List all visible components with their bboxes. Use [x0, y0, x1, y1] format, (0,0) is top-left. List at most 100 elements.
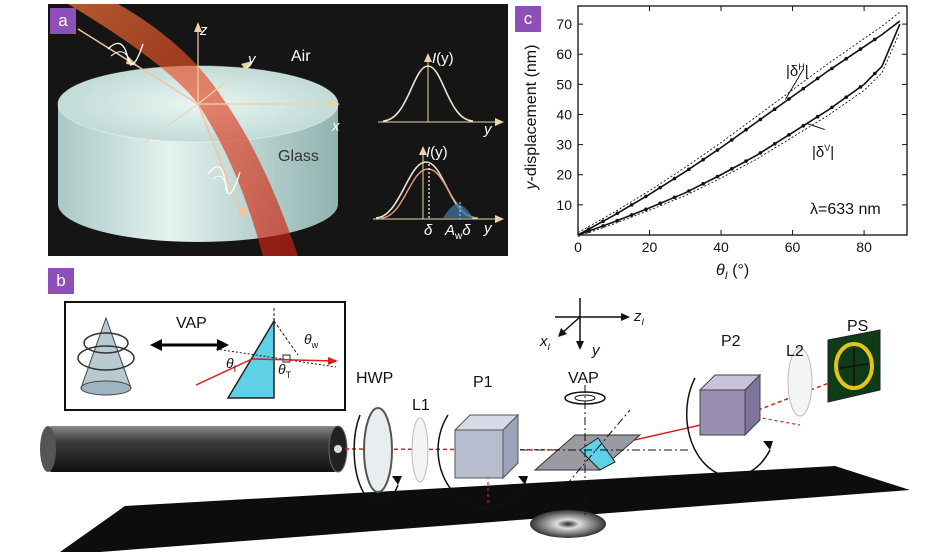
laser: [48, 426, 338, 472]
vap-stage: [520, 385, 690, 515]
data-point: [858, 85, 863, 89]
hwp: [363, 407, 393, 493]
y-tick-label: 20: [556, 167, 572, 183]
chart-ylabel: y-displacement (nm): [523, 44, 540, 190]
data-point: [715, 148, 720, 152]
data-point: [615, 211, 620, 216]
y-tick-label: 50: [556, 76, 572, 92]
ps-detector: [827, 329, 881, 403]
leader-v: [806, 123, 825, 131]
data-point: [601, 224, 605, 228]
data-point: [801, 123, 806, 128]
theta-i-label: θI: [226, 355, 237, 374]
y-axis-label: y: [248, 51, 256, 68]
y-axis-b-label: y: [592, 342, 600, 359]
air-label: Air: [291, 48, 311, 65]
l2-label: L2: [786, 343, 804, 360]
data-point: [672, 195, 677, 200]
y-tick-label: 30: [556, 137, 572, 153]
leader-h: [784, 69, 804, 100]
data-point: [701, 157, 705, 162]
x-tick-label: 0: [574, 239, 582, 255]
optical-table: [60, 466, 910, 552]
panel-c-tag: c: [515, 6, 541, 32]
data-point: [815, 76, 820, 81]
data-point: [615, 218, 620, 223]
data-point: [701, 181, 705, 186]
p2-label: P2: [721, 333, 741, 350]
ps-label: PS: [847, 318, 869, 335]
x-axis-label: x: [332, 118, 340, 135]
vap-inset: VAP θI θT θw: [64, 301, 346, 411]
y-tick-label: 70: [556, 16, 572, 32]
data-point: [715, 174, 720, 179]
x-tick-label: 20: [642, 239, 658, 255]
top-intensity-plot: [378, 53, 504, 126]
y-tick-label: 60: [556, 46, 572, 62]
z-axis-label: z: [200, 22, 208, 39]
top-plot-ylabel: I(y): [432, 50, 454, 67]
series-line-0: [577, 20, 901, 236]
p1-label: P1: [473, 374, 493, 391]
delta-mark: δ: [424, 222, 433, 239]
y-tick-label: 40: [556, 106, 572, 122]
data-point: [658, 185, 663, 190]
series-line-1: [577, 23, 901, 236]
data-point: [644, 194, 648, 199]
panel-a-illustration: [57, 4, 504, 256]
panel-a-tag: a: [50, 8, 76, 34]
vap-label: VAP: [568, 370, 599, 387]
x-tick-label: 60: [785, 239, 801, 255]
theta-t-label: θT: [278, 361, 292, 380]
vap-inset-drawing: [77, 308, 338, 399]
data-point: [758, 117, 763, 122]
data-point: [629, 203, 634, 207]
data-point: [772, 107, 777, 112]
data-point: [830, 105, 834, 110]
hwp-label: HWP: [356, 370, 394, 387]
incident-beam: [68, 4, 298, 256]
data-point: [858, 47, 863, 51]
x-tick-label: 80: [856, 239, 872, 255]
data-point: [729, 138, 734, 142]
data-point: [672, 176, 677, 181]
data-point: [687, 167, 691, 172]
data-point: [758, 151, 763, 155]
data-point: [844, 95, 849, 99]
curve-label-v: |δV|: [812, 143, 835, 161]
optical-setup: [40, 298, 910, 552]
l1-label: L1: [412, 397, 430, 414]
glass-label: Glass: [278, 148, 319, 165]
lens-l1: [411, 417, 429, 483]
data-point: [815, 114, 820, 119]
curve-label-h: |δH|: [786, 62, 809, 80]
lens-l2: [787, 347, 813, 417]
inset-vap-label: VAP: [176, 315, 207, 332]
panel-b-tag: b: [48, 268, 74, 294]
data-point: [744, 127, 748, 132]
data-point: [801, 86, 806, 91]
zi-axis-label: zI: [634, 308, 645, 327]
data-point: [644, 207, 648, 212]
data-point: [873, 37, 877, 42]
chart-frame: [577, 5, 908, 236]
data-point: [658, 201, 663, 206]
data-point: [772, 142, 777, 146]
bottom-plot-xlabel: y: [484, 220, 492, 237]
series-fit-0: [577, 11, 901, 233]
data-point: [830, 66, 834, 71]
data-point: [629, 213, 634, 217]
data-point: [787, 97, 791, 101]
x-tick-label: 40: [713, 239, 729, 255]
data-point: [601, 219, 605, 224]
xi-axis-label: xI: [540, 333, 551, 352]
data-point: [787, 133, 791, 137]
data-point: [873, 71, 877, 76]
data-point: [744, 159, 748, 163]
top-plot-xlabel: y: [484, 121, 492, 138]
chart-xlabel: θI (°): [716, 262, 750, 283]
data-point: [687, 189, 691, 193]
data-point: [586, 229, 591, 233]
data-point: [844, 56, 849, 61]
